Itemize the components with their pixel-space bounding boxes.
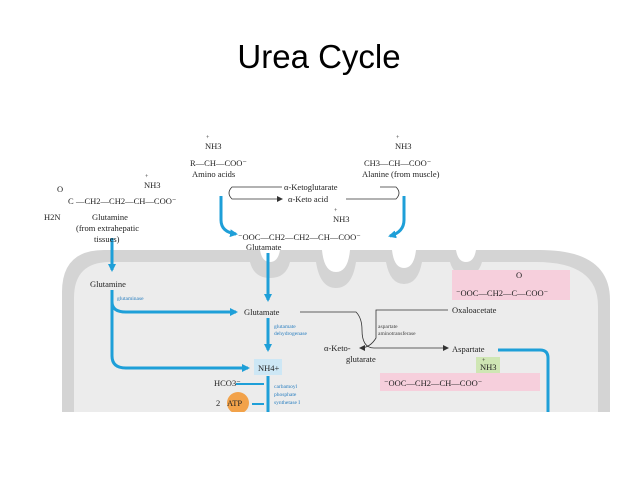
glutamine-charge: + [145, 174, 149, 180]
oxaloacetate-label: Oxaloacetate [452, 305, 497, 315]
gdh-label-1: glutamate [274, 324, 296, 330]
aspartate-label: Aspartate [452, 344, 485, 354]
cps-label-1: carbamoyl [274, 384, 298, 390]
amino-acids-nh3: NH3 [205, 141, 222, 151]
alanine-label: Alanine (from muscle) [362, 169, 440, 179]
oxaloacetate-oxygen: O [516, 270, 522, 280]
glutamine-label: Glutamine [92, 212, 128, 222]
amino-acids-label: Amino acids [192, 169, 235, 179]
alanine-formula: CH3—CH—COO⁻ [364, 158, 432, 168]
aspartate-out-line [498, 348, 550, 412]
nh3-highlight [476, 357, 500, 373]
alanine-nh3: NH3 [395, 141, 412, 151]
glutamate-mito-label: Glutamate [244, 307, 280, 317]
glutamate-top-charge: + [334, 208, 338, 214]
ketoglutarate-mito-1: α-Keto- [324, 343, 351, 353]
ammonium-highlight [254, 359, 282, 375]
transamination-arrow [359, 309, 448, 351]
glutamate-to-ast-arrow [300, 311, 449, 351]
glutamine-source-1: (from extrahepatic [76, 223, 139, 233]
cps-label-2: phosphate [274, 392, 297, 398]
alanine-flow-arrow [388, 196, 406, 239]
glutamine-h2n: H2N [44, 212, 61, 222]
glutamate-top-label: Glutamate [246, 242, 282, 252]
cps-label-3: synthetase I [274, 400, 300, 406]
aspartate-nh3: NH3 [480, 362, 497, 372]
atp-count: 2 [216, 398, 220, 408]
glutamine-carbon: C [68, 196, 74, 206]
aspartate-charge: + [482, 358, 486, 364]
ketoglutarate-mito-2: glutarate [346, 354, 376, 364]
keto-acid-label: α-Keto acid [288, 194, 329, 204]
gdh-label-2: dehydrogenase [274, 331, 308, 337]
amino-acids-charge: + [206, 135, 210, 141]
ast-label-2: aminotransferase [378, 330, 416, 337]
glutamine-to-nh4-arrow [110, 302, 250, 372]
ketoglutarate-exchange-loop [228, 186, 283, 202]
ammonium-label: NH4+ [258, 363, 280, 373]
ast-label-1: aspartate [378, 324, 398, 330]
glutamine-oxygen: O [57, 184, 63, 194]
glutamine-formula: —CH2—CH2—CH—COO⁻ [75, 196, 177, 206]
oxaloacetate-formula: ⁻OOC—CH2—C—COO⁻ [456, 288, 549, 298]
bottom-crop [0, 412, 638, 478]
ketoglutarate-exchange-label: α-Ketoglutarate [284, 182, 338, 192]
atp-circle [227, 392, 249, 414]
ketoglutarate-exchange-right [346, 186, 400, 200]
glutaminase-label: glutaminase [117, 296, 144, 302]
glutamine-mito-label: Glutamine [90, 279, 126, 289]
glutamine-source-2: tissues) [94, 234, 120, 244]
alanine-charge: + [396, 135, 400, 141]
hco3-label: HCO3⁻ [214, 378, 241, 388]
glutamine-nh3: NH3 [144, 180, 161, 190]
atp-label: ATP [227, 398, 242, 408]
amino-acids-formula: R—CH—COO⁻ [190, 158, 247, 168]
amino-acid-flow-arrow [219, 196, 238, 238]
aspartate-formula-highlight [380, 373, 540, 391]
aspartate-formula: ⁻OOC—CH2—CH—COO⁻ [384, 378, 483, 388]
glutamate-top-formula: ⁻OOC—CH2—CH2—CH—COO⁻ [238, 232, 361, 242]
glutamate-top-nh3: NH3 [333, 214, 350, 224]
slide-title: Urea Cycle [237, 38, 401, 75]
oxaloacetate-highlight [452, 270, 570, 300]
